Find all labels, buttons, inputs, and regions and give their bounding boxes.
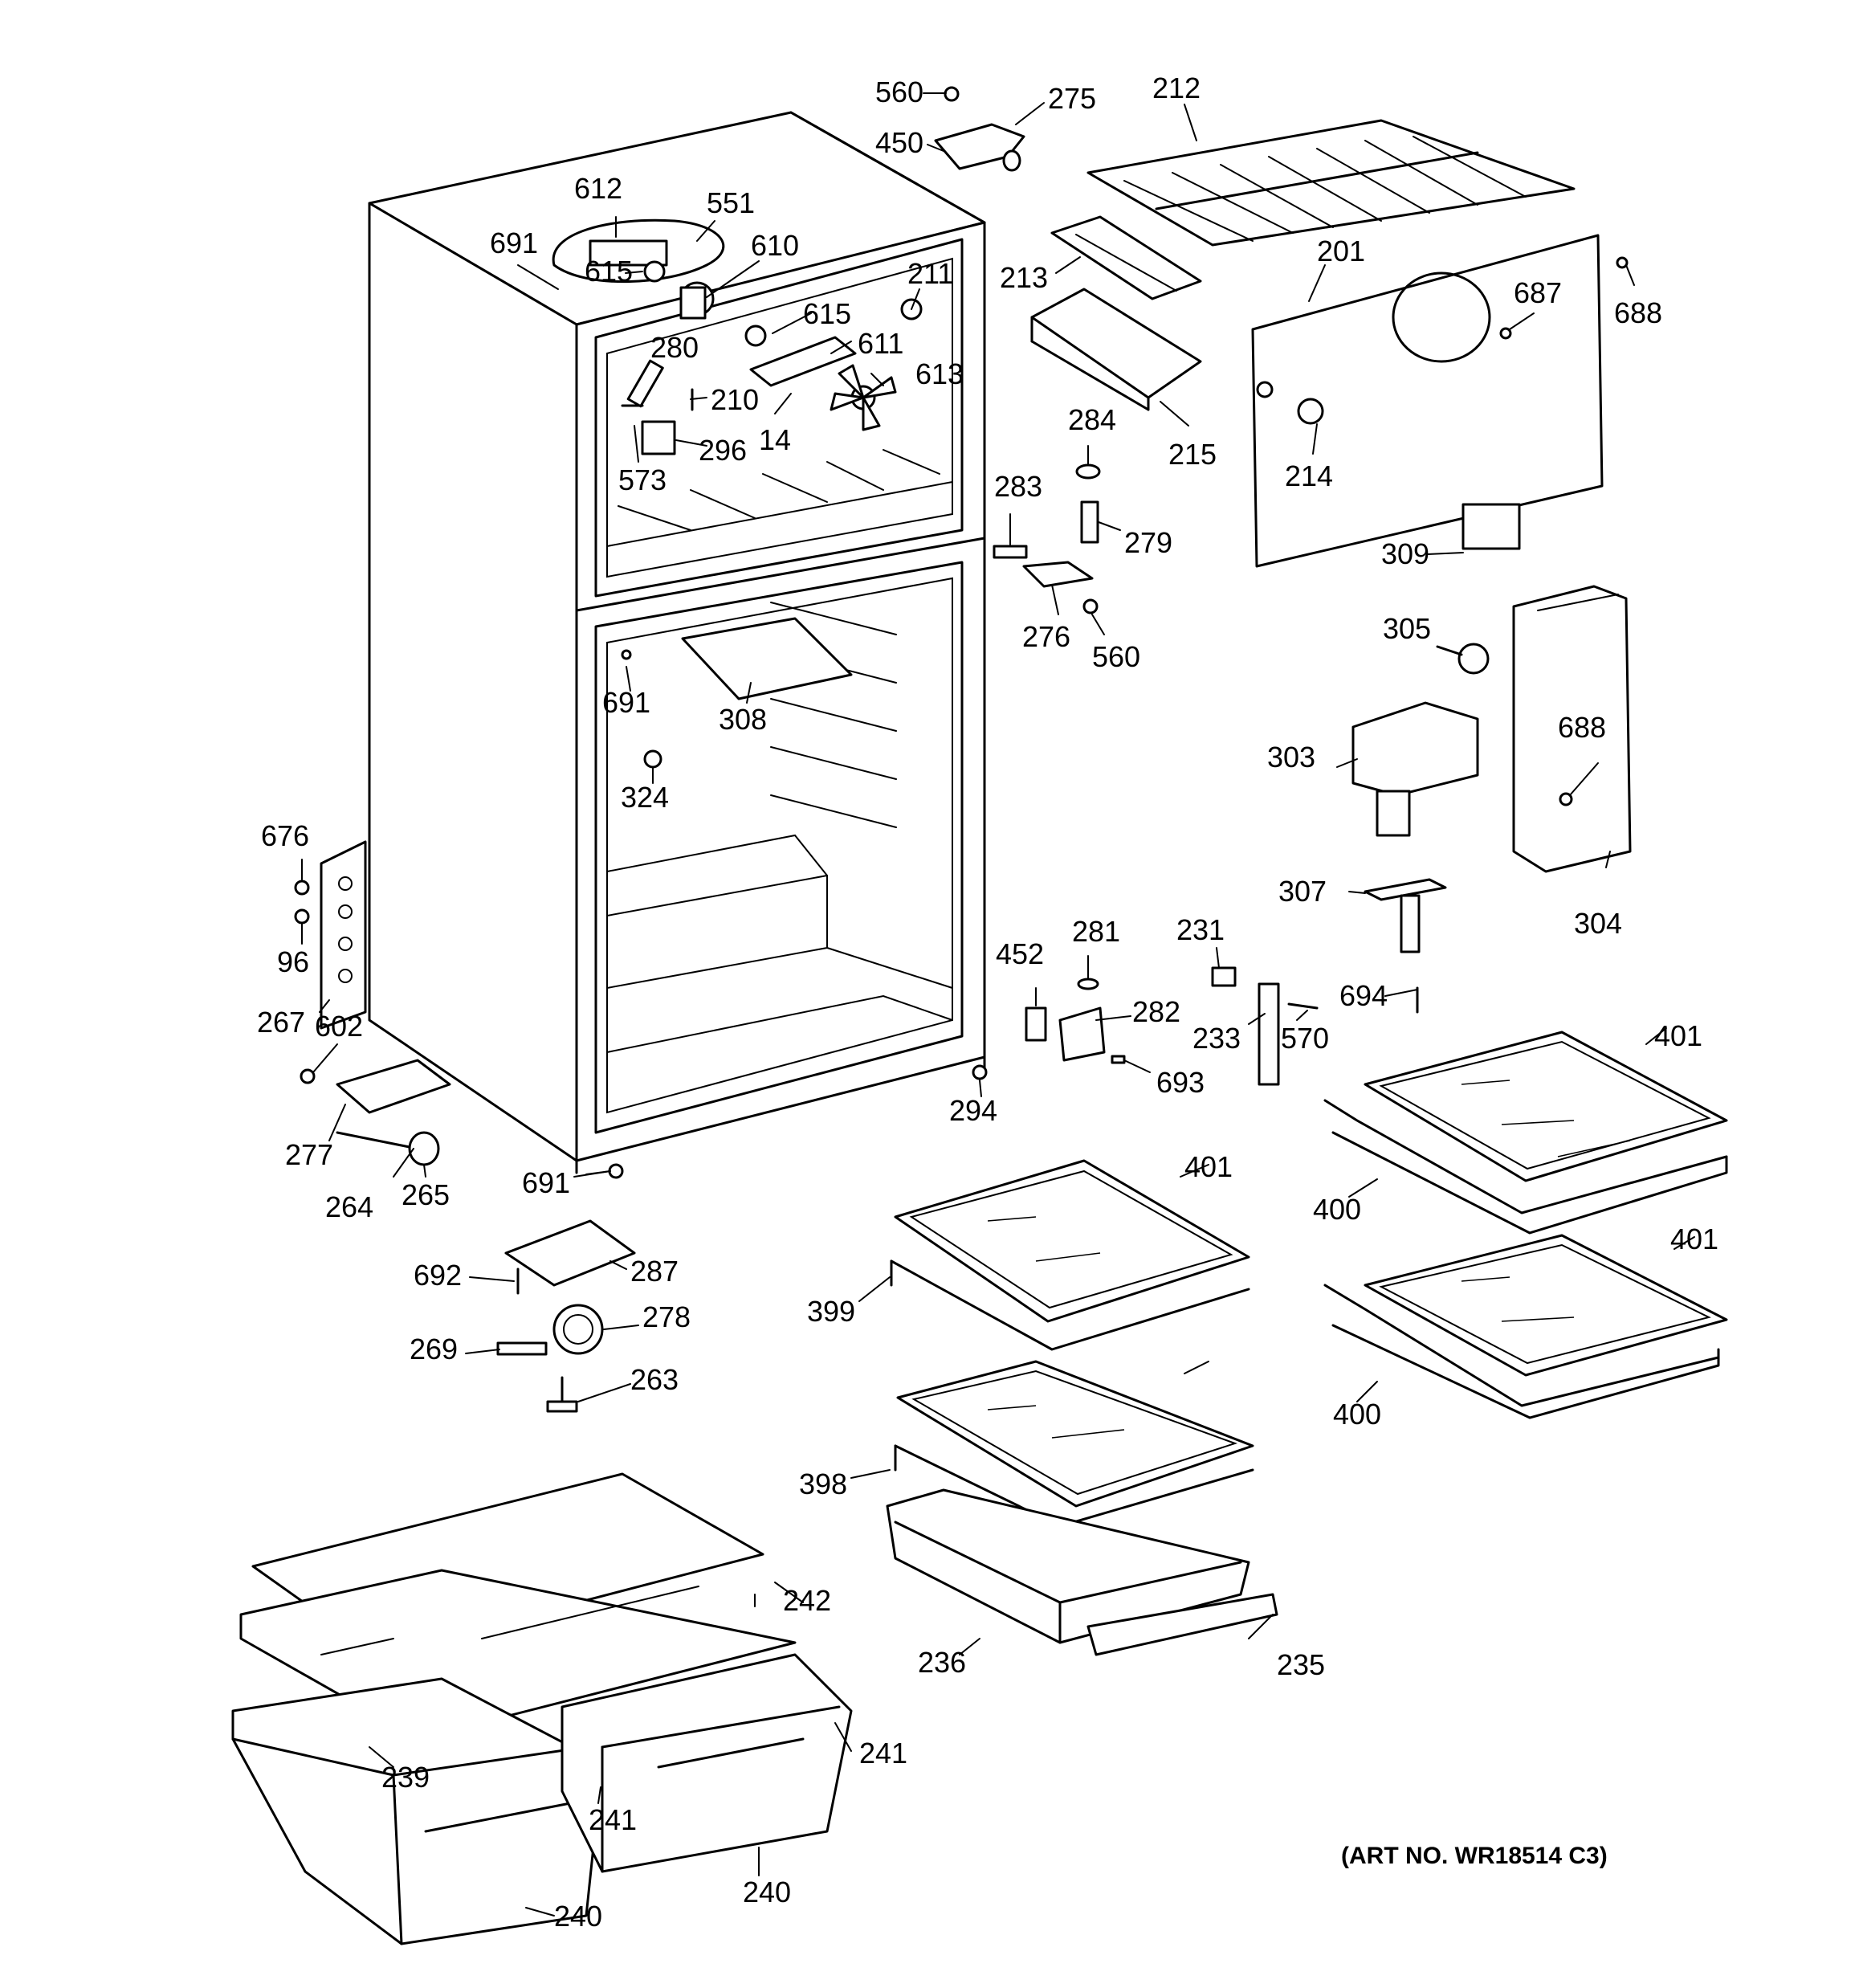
part-label: 694 (1339, 979, 1388, 1012)
part-label: 241 (589, 1803, 637, 1836)
cabinet (368, 111, 986, 1174)
part-label: 307 (1278, 875, 1327, 908)
bottom-hardware (496, 1219, 636, 1413)
part-label: 281 (1072, 915, 1120, 948)
top-hinge (934, 86, 1025, 172)
part-label: 276 (1022, 620, 1070, 653)
freezer-wire-shelf (1086, 119, 1576, 247)
part-label: 210 (711, 383, 759, 416)
part-label: 279 (1124, 526, 1172, 559)
part-label: 691 (522, 1166, 570, 1199)
freezer-back-panel (1251, 234, 1629, 568)
part-label: 305 (1383, 612, 1431, 645)
part-label: 692 (414, 1259, 462, 1292)
art-number: (ART NO. WR18514 C3) (1341, 1843, 1608, 1869)
part-label: 241 (859, 1737, 907, 1770)
part-label: 96 (277, 945, 309, 978)
part-label: 573 (618, 463, 667, 496)
part-label: 688 (1614, 296, 1662, 329)
part-label: 400 (1313, 1193, 1361, 1226)
part-label: 551 (707, 186, 755, 219)
thermostat-control (1351, 585, 1632, 1014)
part-label: 201 (1317, 235, 1365, 267)
center-hinge (993, 463, 1101, 614)
part-label: 280 (650, 331, 699, 364)
part-label: 308 (719, 703, 767, 736)
part-label: 309 (1381, 537, 1429, 570)
part-label: 278 (642, 1300, 691, 1333)
part-label: 401 (1670, 1223, 1718, 1255)
part-label: 610 (751, 229, 799, 262)
part-label: 239 (381, 1761, 430, 1794)
part-label: 401 (1654, 1019, 1702, 1052)
fan-blade (830, 364, 897, 431)
part-label: 240 (743, 1876, 791, 1908)
part-labels: 560 275 212 450 612 551 691 610 615 211 … (257, 71, 1718, 1933)
crisper-drawer-right (561, 1653, 853, 1873)
center-drawer (886, 1488, 1278, 1656)
part-label: 284 (1068, 403, 1116, 436)
freezer-components (552, 218, 923, 455)
part-label: 324 (621, 781, 669, 814)
door-stops (972, 966, 1319, 1086)
part-label: 14 (759, 423, 791, 456)
part-label: 212 (1152, 71, 1201, 104)
part-label: 240 (554, 1900, 602, 1933)
part-label: 613 (915, 357, 964, 390)
part-label: 287 (630, 1255, 679, 1288)
part-label: 236 (918, 1646, 966, 1679)
right-glass-shelf-upper (1323, 1031, 1728, 1235)
leader-lines (301, 92, 1695, 1917)
part-label: 283 (994, 470, 1042, 503)
part-label: 304 (1574, 907, 1622, 940)
part-label: 398 (799, 1468, 847, 1500)
part-label: 611 (858, 327, 903, 360)
part-label: 452 (996, 937, 1044, 970)
part-label: 303 (1267, 741, 1315, 774)
part-label: 450 (875, 126, 923, 159)
part-label: 213 (1000, 261, 1048, 294)
fresh-food-parts (621, 617, 853, 769)
ice-tray-and-bin (1030, 215, 1202, 411)
part-label: 401 (1184, 1150, 1233, 1183)
part-label: 214 (1285, 459, 1333, 492)
part-label: 265 (402, 1178, 450, 1211)
part-label: 691 (490, 227, 538, 259)
part-label: 691 (602, 686, 650, 719)
crisper-drawer-left (231, 1677, 604, 1945)
part-label: 688 (1558, 711, 1606, 744)
center-glass-shelf-upper (890, 1159, 1250, 1351)
part-label: 267 (257, 1006, 305, 1039)
right-glass-shelf-lower (1323, 1234, 1728, 1419)
part-label: 615 (585, 255, 633, 288)
part-label: 264 (325, 1190, 373, 1223)
part-label: 263 (630, 1363, 679, 1396)
part-label: 676 (261, 819, 309, 852)
part-label: 277 (285, 1138, 333, 1171)
part-label: 602 (315, 1010, 363, 1043)
part-label: 296 (699, 434, 747, 467)
part-label: 215 (1168, 438, 1217, 471)
part-label: 693 (1156, 1066, 1205, 1099)
part-label: 615 (803, 297, 851, 330)
part-label: 294 (949, 1094, 997, 1127)
part-label: 612 (574, 172, 622, 205)
part-label: 282 (1132, 995, 1180, 1028)
part-label: 231 (1176, 913, 1225, 946)
part-label: 570 (1281, 1022, 1329, 1055)
part-label: 399 (807, 1295, 855, 1328)
center-glass-shelf-lower (894, 1360, 1254, 1528)
part-label: 560 (875, 76, 923, 108)
part-label: 275 (1048, 82, 1096, 115)
part-label: 560 (1092, 640, 1140, 673)
part-label: 687 (1514, 276, 1562, 309)
part-label: 400 (1333, 1398, 1381, 1431)
part-label: 269 (410, 1333, 458, 1365)
part-label: 211 (907, 257, 953, 290)
part-label: 233 (1192, 1022, 1241, 1055)
part-label: 242 (783, 1584, 831, 1617)
part-label: 235 (1277, 1648, 1325, 1681)
